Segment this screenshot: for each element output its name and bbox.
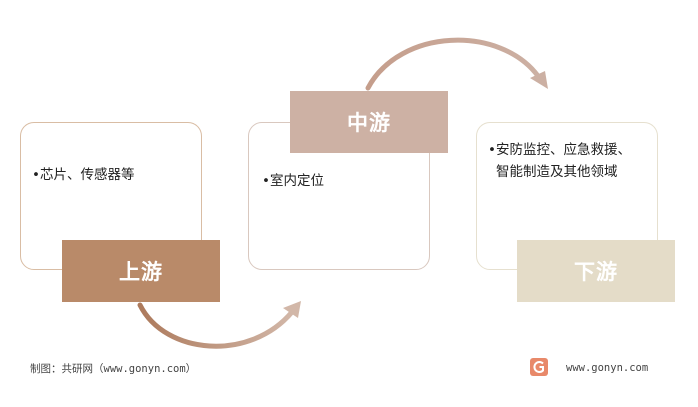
upstream-item: •芯片、传感器等 <box>32 167 135 183</box>
upstream-to-midstream-arrowhead <box>283 301 301 318</box>
downstream-item-line-1: •安防监控、应急救援、 <box>488 142 631 158</box>
source-caption: 制图：共研网（www.gonyn.com） <box>30 363 197 375</box>
midstream-label: 中游 <box>290 91 448 153</box>
downstream-item-line-2: 智能制造及其他领域 <box>496 164 618 180</box>
midstream-item: •室内定位 <box>262 173 324 189</box>
upstream-label: 上游 <box>62 240 220 302</box>
gonyn-logo-icon <box>530 358 548 376</box>
midstream-to-downstream-arrow <box>365 37 541 91</box>
site-url: www.gonyn.com <box>566 362 649 374</box>
upstream-to-midstream-arrow <box>137 302 295 349</box>
midstream-to-downstream-arrowhead <box>530 71 548 89</box>
downstream-label: 下游 <box>517 240 675 302</box>
